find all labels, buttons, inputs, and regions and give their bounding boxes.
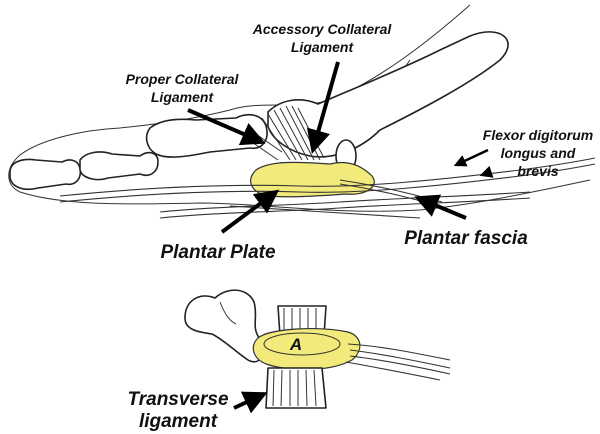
- transverse-label-2: ligament: [139, 411, 218, 432]
- proper-collateral-label-1: Proper Collateral: [126, 71, 240, 87]
- plantar-plate-label: Plantar Plate: [160, 242, 276, 263]
- flexor-arrow-2: [479, 165, 494, 178]
- region-a-label: A: [289, 335, 302, 354]
- phalanx-bottom: [184, 289, 264, 363]
- distal-phalanx: [9, 158, 82, 191]
- proper-collateral-arrow: [187, 108, 266, 146]
- transverse-view-illustration: [184, 289, 451, 409]
- accessory-collateral-label-1: Accessory Collateral: [252, 21, 393, 37]
- transverse-ligament-arrow: [233, 391, 268, 414]
- transverse-label-1: Transverse: [127, 389, 228, 410]
- labels: Accessory Collateral Ligament Proper Col…: [126, 21, 594, 432]
- tendons-bottom: [345, 343, 451, 381]
- proper-collateral-label-2: Ligament: [151, 89, 215, 105]
- pointer-arrows: [187, 61, 494, 414]
- flexor-label-1: Flexor digitorum: [483, 127, 593, 143]
- flexor-label-3: brevis: [517, 163, 558, 179]
- plantar-fascia-arrow: [414, 194, 467, 220]
- region-a-outline: [263, 332, 341, 356]
- plantar-plate-bottom: [252, 328, 361, 371]
- middle-phalanx: [79, 151, 159, 181]
- plantar-plate-arrow: [220, 189, 280, 234]
- transverse-ligament-bottom-fibres: [272, 369, 317, 407]
- flexor-arrow-1: [453, 148, 489, 167]
- transverse-ligament-bottom: [265, 367, 327, 409]
- flexor-label-2: longus and: [501, 145, 576, 161]
- accessory-collateral-label-2: Ligament: [291, 39, 355, 55]
- accessory-collateral-arrow: [306, 61, 340, 154]
- plantar-fascia-label: Plantar fascia: [404, 228, 528, 249]
